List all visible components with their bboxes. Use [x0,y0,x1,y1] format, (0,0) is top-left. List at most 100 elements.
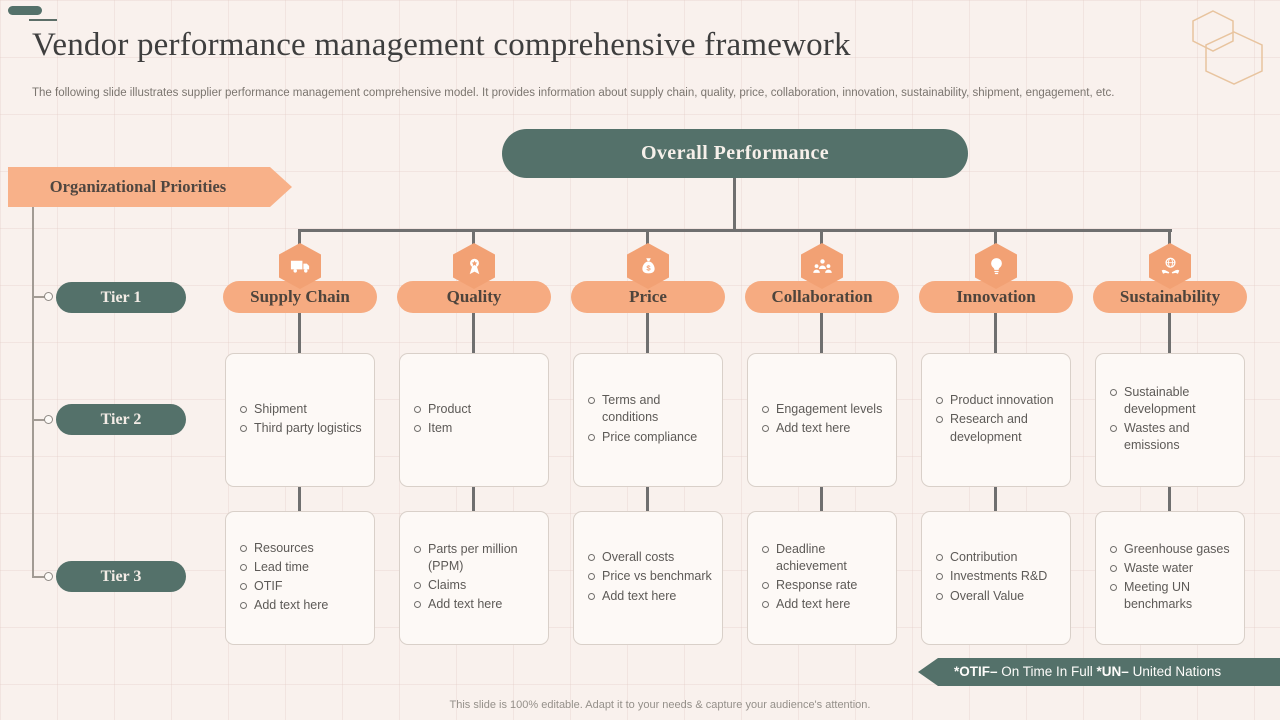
organizational-priorities-arrow: Organizational Priorities [8,167,292,207]
bullet-item: Parts per million (PPM) [413,541,542,576]
bullet-item: Meeting UN benchmarks [1109,579,1238,614]
tier3-rail-stub [33,576,46,578]
bullet-item: Terms and conditions [587,392,716,427]
connector-horizontal [298,229,1172,232]
connector [1168,487,1171,511]
connector [820,313,823,353]
footnote-un-def: United Nations [1128,664,1222,679]
tier2-rail-stub [33,419,46,421]
connector [820,487,823,511]
bullet-item: Add text here [761,420,890,437]
connector [994,487,997,511]
tier1-rail-dot [44,292,53,301]
bullet-item: OTIF [239,578,368,595]
footnote-otif-term: *OTIF– [954,664,998,679]
footnote-banner: *OTIF– On Time In Full *UN– United Natio… [918,658,1280,686]
bullet-item: Overall Value [935,588,1064,605]
tier2-label: Tier 2 [56,404,186,435]
bullet-item: Research and development [935,411,1064,446]
bullet-item: Claims [413,577,542,594]
connector [1168,313,1171,353]
footnote-un-term: *UN– [1096,664,1129,679]
tier-rail-line [32,207,34,578]
bullet-item: Lead time [239,559,368,576]
slide-accent-line [29,19,57,21]
tier1-rail-stub [33,296,46,298]
collaboration-team-icon [812,258,832,273]
connector [994,230,997,245]
connector [298,487,301,511]
column-title: Innovation [919,281,1073,313]
bullet-item: Product [413,401,542,418]
connector [994,313,997,353]
bullet-item: Investments R&D [935,568,1064,585]
connector [820,230,823,245]
bullet-item: Resources [239,540,368,557]
bullet-item: Shipment [239,401,368,418]
connector [472,230,475,245]
bullet-item: Overall costs [587,549,716,566]
connector [646,487,649,511]
footnote-otif-def: On Time In Full [997,664,1097,679]
connector [1168,230,1171,245]
tier3-label: Tier 3 [56,561,186,592]
money-bag-icon: $ [641,257,655,273]
connector [472,313,475,353]
decorative-hexagons [1192,10,1263,85]
bullet-item: Third party logistics [239,420,368,437]
tier2-rail-dot [44,415,53,424]
bullet-item: Add text here [239,597,368,614]
bullet-item: Engagement levels [761,401,890,418]
column-title: Collaboration [745,281,899,313]
bullet-item: Price vs benchmark [587,568,716,585]
bullet-item: Price compliance [587,429,716,446]
bullet-item: Contribution [935,549,1064,566]
connector [298,313,301,353]
bullet-item: Greenhouse gases [1109,541,1238,558]
innovation-bulb-icon [990,257,1002,274]
shipment-truck-icon [290,260,309,273]
sustainability-globe-hands-icon [1161,257,1179,274]
connector [298,230,301,245]
page-title: Vendor performance management comprehens… [32,27,851,63]
bullet-item: Deadline achievement [761,541,890,576]
quality-medal-icon [469,258,479,274]
bullet-item: Response rate [761,577,890,594]
bullet-item: Add text here [587,588,716,605]
connector [646,313,649,353]
bullet-item: Add text here [761,596,890,613]
bullet-item: Sustainable development [1109,384,1238,419]
editable-note: This slide is 100% editable. Adapt it to… [449,699,871,711]
tier3-rail-dot [44,572,53,581]
overall-performance-node: Overall Performance [502,129,968,178]
svg-text:$: $ [646,263,651,272]
